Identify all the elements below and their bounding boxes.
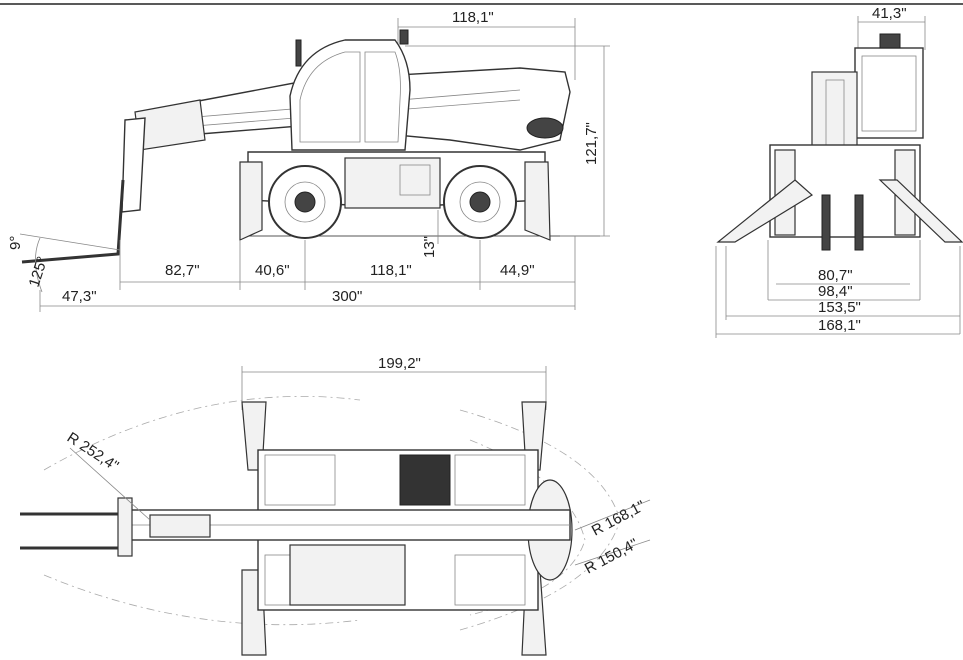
fork-carriage [121,117,146,213]
boom-rear-light [526,117,564,139]
forks [21,179,125,264]
dim-label-front-w2: 98,4" [818,283,853,300]
dim-label-d4: 44,9" [500,262,535,279]
swing-arc-mid [459,409,621,631]
front-cab [854,47,924,139]
top-view: 199,2" R 252,4" R 168,1" [20,355,651,656]
front-right-outrigger [878,179,963,243]
front-outrigger [524,161,551,241]
dim-label-radius-inner: R 150,4" [582,535,641,577]
dim-label-top-width: 118,1" [452,9,494,26]
beacon-light [399,29,409,45]
front-view: 41,3" 80,7" 98,4" 153,5" 168,1" [715,5,963,338]
top-fork-carriage [117,497,133,557]
boom-head [134,99,206,151]
dim-label-total-length: 300" [332,288,362,305]
dim-label-d3: 118,1" [370,262,412,279]
dim-label-top-total-width: 199,2" [378,355,421,372]
side-view: 118,1" 121,7" [7,9,610,312]
front-wheel [443,165,517,239]
top-engine-grille [399,454,451,506]
dim-label-d2: 40,6" [255,262,290,279]
front-left-outrigger [716,179,814,243]
dim-label-height: 121,7" [583,122,600,165]
dim-label-front-w4: 168,1" [818,317,861,334]
swing-arc-outer [43,396,361,471]
rear-outrigger [239,161,263,241]
angle-label-fork-tilt: 9° [7,236,24,250]
dim-label-front-w3: 153,5" [818,299,861,316]
dim-label-ground-clearance: 13" [421,236,438,258]
rear-wheel [268,165,342,239]
dim-label-d1: 82,7" [165,262,200,279]
operator-cab [289,39,411,151]
dim-label-radius-mid: R 168,1" [589,497,648,539]
dim-label-front-top-width: 41,3" [872,5,907,22]
dim-label-front-w1: 80,7" [818,267,853,284]
angle-label-fork-down: 125° [26,254,52,289]
dim-label-front-overhang: 47,3" [62,288,97,305]
front-beacons [879,33,901,49]
